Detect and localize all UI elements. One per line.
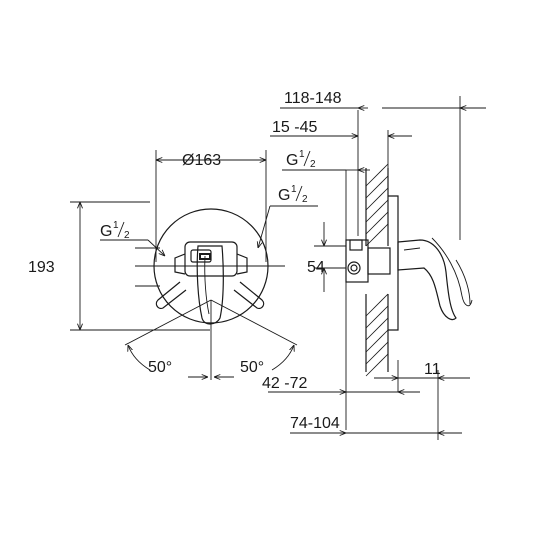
svg-text:2: 2 [302, 194, 308, 205]
inlet-left-label: G 1 2 [100, 220, 165, 256]
dim-wall-depth: 15 -45 [272, 119, 317, 136]
wall-section-bottom [365, 293, 389, 377]
height-label: 193 [28, 259, 55, 276]
cartridge-body [184, 241, 238, 277]
svg-text:2: 2 [310, 159, 316, 170]
svg-text:1: 1 [291, 184, 297, 195]
diameter-label: Ø163 [182, 152, 221, 169]
svg-text:G: G [286, 152, 298, 169]
svg-text:1: 1 [299, 149, 305, 160]
inwall-body [345, 239, 369, 283]
dim-body: 42 -72 [262, 375, 307, 392]
svg-text:2: 2 [124, 230, 130, 241]
dim-inlet-spacing: 54 [307, 259, 325, 276]
svg-text:1: 1 [113, 220, 119, 231]
dim-outlet: 74-104 [290, 415, 340, 432]
angle-left-label: 50° [148, 359, 172, 376]
front-view: Ø163 193 G 1 2 G 1 2 [28, 150, 318, 380]
angle-right-label: 50° [240, 359, 264, 376]
handle-side [397, 239, 457, 321]
inlet-right-label: G 1 2 [258, 184, 318, 248]
wall-section-top [365, 163, 389, 247]
dim-plate: 11 [424, 361, 441, 378]
side-view: 118-148 15 -45 G 1 2 54 42 -72 [262, 90, 486, 440]
inlet-top-label: G 1 2 [282, 149, 370, 170]
svg-text:G: G [100, 223, 112, 240]
dim-total-depth: 118-148 [284, 90, 342, 107]
lever-handle [196, 245, 224, 325]
svg-text:G: G [278, 187, 290, 204]
